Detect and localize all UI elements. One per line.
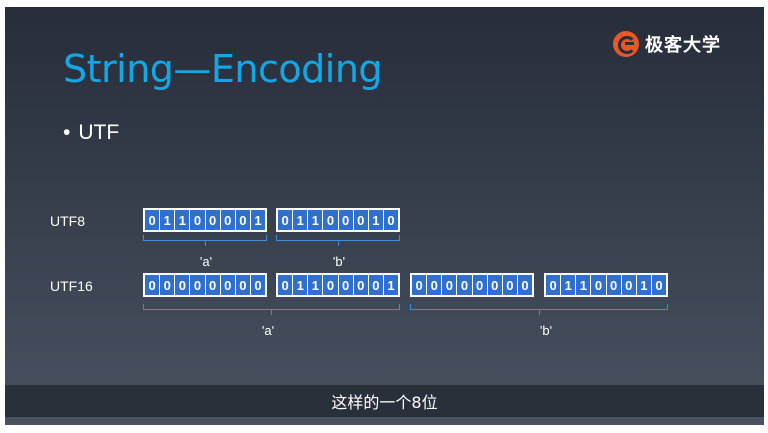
bullet-text: UTF <box>78 121 120 144</box>
bit-cell: 1 <box>293 275 309 295</box>
bit-cell: 0 <box>190 275 206 295</box>
bit-cell: 0 <box>354 210 369 230</box>
bit-cell: 0 <box>655 277 663 293</box>
slide-title: String—Encoding <box>63 47 383 91</box>
bit-cell: 1 <box>175 210 191 230</box>
bit-cell: 1 <box>254 212 262 228</box>
bit-cell: 0 <box>323 210 339 230</box>
bit-cell: 0 <box>160 275 176 295</box>
char-label-a: 'a' <box>261 323 275 338</box>
char-label-b: 'b' <box>332 254 346 269</box>
bit-cell: 0 <box>254 277 262 293</box>
bit-cell: 1 <box>561 275 577 295</box>
brace-tick <box>539 310 540 315</box>
logo: 极客大学 <box>613 31 721 57</box>
bit-cell: 0 <box>145 275 161 295</box>
char-label-b: 'b' <box>539 323 553 338</box>
bit-cell: 0 <box>427 275 443 295</box>
brace-tick <box>338 241 339 246</box>
row-label-utf8: UTF8 <box>50 213 85 229</box>
brace-tick <box>205 241 206 246</box>
brace <box>143 304 400 310</box>
bit-cell: 0 <box>278 275 294 295</box>
caption-text: 这样的一个8位 <box>331 393 438 412</box>
bit-cell: 0 <box>607 275 622 295</box>
brace <box>410 304 668 310</box>
bit-cell: 0 <box>591 275 607 295</box>
bit-cell: 0 <box>369 275 384 295</box>
bit-cell: 0 <box>442 275 458 295</box>
brace <box>276 235 400 241</box>
bit-cell: 1 <box>369 210 384 230</box>
bit-cell: 1 <box>160 210 176 230</box>
bit-cell: 0 <box>412 275 428 295</box>
bit-cell: 1 <box>308 210 324 230</box>
row-label-utf16: UTF16 <box>50 278 93 294</box>
bit-cell: 0 <box>503 275 518 295</box>
bit-cell: 1 <box>576 275 592 295</box>
bit-cell: 0 <box>236 275 251 295</box>
bit-cell: 0 <box>354 275 369 295</box>
bit-cell: 0 <box>190 210 206 230</box>
bit-cell: 0 <box>206 275 221 295</box>
bit-cell: 0 <box>323 275 339 295</box>
char-label-a: 'a' <box>199 254 213 269</box>
bit-cell: 0 <box>622 275 637 295</box>
logo-text: 极客大学 <box>645 35 721 56</box>
bit-cell: 1 <box>637 275 652 295</box>
bit-cell: 0 <box>221 275 236 295</box>
brace-tick <box>271 310 272 315</box>
bit-cell: 0 <box>175 275 191 295</box>
bit-cell: 1 <box>293 210 309 230</box>
bit-cell: 0 <box>236 210 251 230</box>
bit-cell: 1 <box>387 277 395 293</box>
bit-cell: 1 <box>308 275 324 295</box>
brace <box>143 235 267 241</box>
bit-cell: 0 <box>221 210 236 230</box>
bit-cell: 0 <box>488 275 503 295</box>
bit-cell: 0 <box>457 275 473 295</box>
geekbang-logo-icon <box>613 31 639 57</box>
bit-cell: 0 <box>339 275 354 295</box>
bit-cell: 0 <box>473 275 488 295</box>
bit-cell: 0 <box>546 275 562 295</box>
bit-cell: 0 <box>278 210 294 230</box>
bit-cell: 0 <box>206 210 221 230</box>
bit-cell: 0 <box>521 277 529 293</box>
bit-cell: 0 <box>387 212 395 228</box>
caption-bar: 这样的一个8位 <box>5 385 764 417</box>
bit-cell: 0 <box>145 210 161 230</box>
bit-cell: 0 <box>339 210 354 230</box>
bullet-dot-icon: • <box>63 121 71 144</box>
bullet-item: • UTF <box>63 121 119 145</box>
